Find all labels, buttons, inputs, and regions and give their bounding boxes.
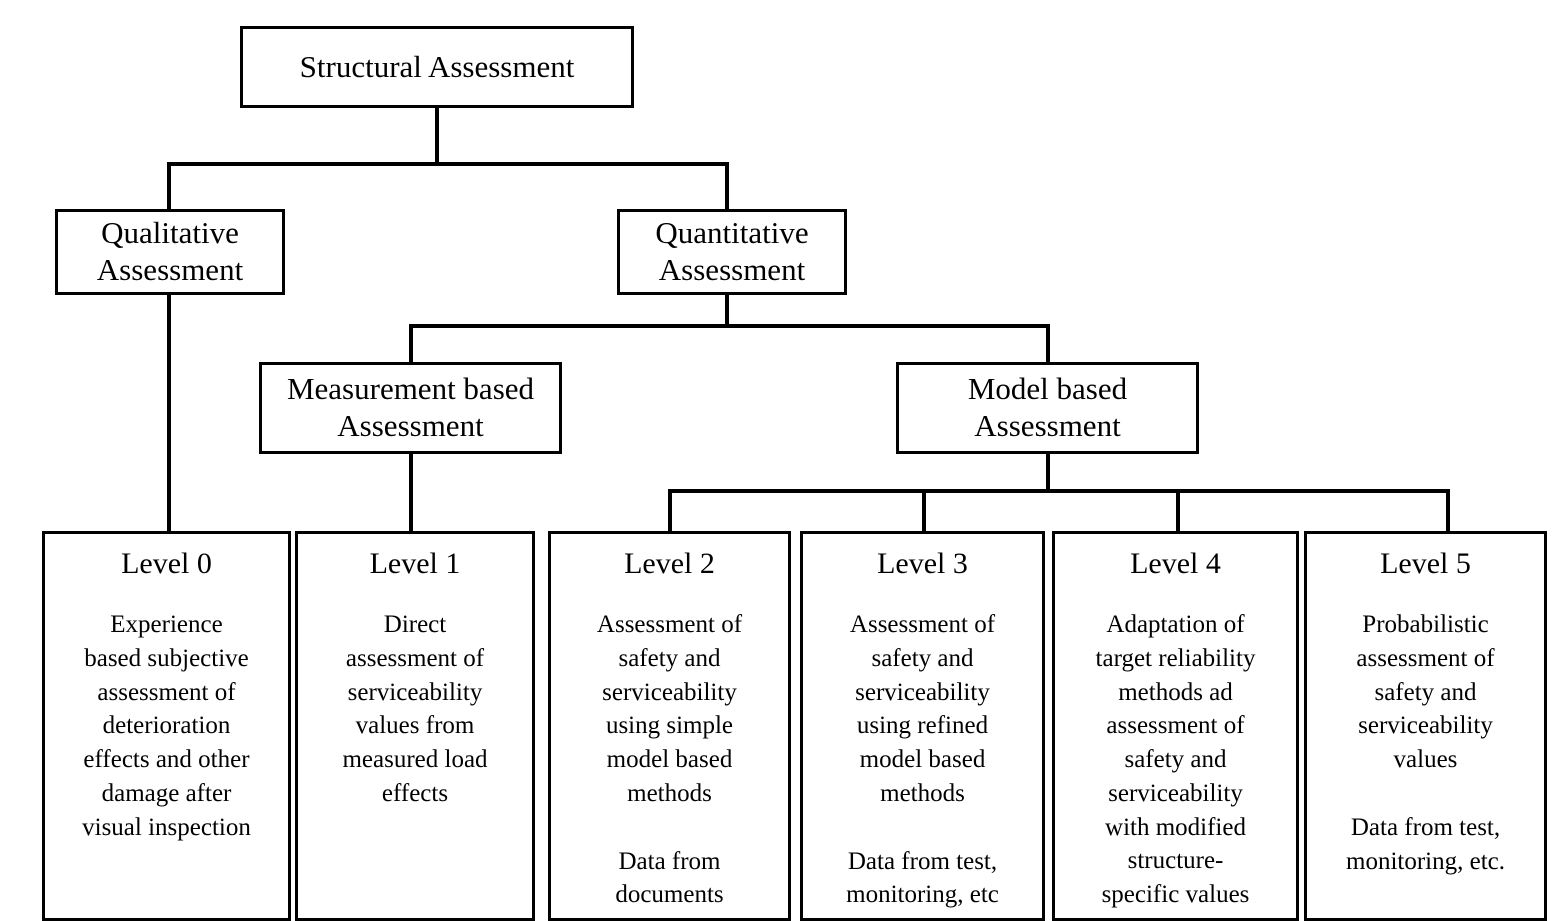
node-level-2[interactable]: Level 2 Assessment of safety and service…	[548, 531, 791, 921]
node-label: Qualitative Assessment	[96, 215, 244, 287]
connector-tier2-bus	[167, 162, 729, 166]
level-description: Adaptation of target reliability methods…	[1095, 611, 1256, 908]
node-model-based-assessment[interactable]: Model based Assessment	[896, 362, 1199, 454]
connector-root-stem	[435, 108, 439, 164]
level-description: Assessment of safety and serviceability …	[596, 611, 743, 807]
level-data-source: Data from test, monitoring, etc.	[1346, 813, 1505, 875]
level-title: Level 5	[1380, 547, 1471, 580]
connector-to-qualitative	[167, 162, 171, 209]
connector-to-measurement-based	[409, 324, 413, 362]
level-title: Level 2	[624, 547, 715, 580]
level-description: Experience based subjective assessment o…	[82, 611, 251, 841]
connector-quantitative-stem	[725, 295, 729, 326]
level-title: Level 3	[877, 547, 968, 580]
node-label: Model based Assessment	[967, 371, 1128, 443]
connector-to-level3	[922, 489, 926, 531]
level-title: Level 4	[1130, 547, 1221, 580]
connector-to-level4	[1176, 489, 1180, 531]
node-structural-assessment[interactable]: Structural Assessment	[240, 26, 634, 108]
connector-to-level2	[668, 489, 672, 531]
node-level-4[interactable]: Level 4 Adaptation of target reliability…	[1052, 531, 1299, 921]
node-label: Measurement based Assessment	[286, 371, 535, 443]
node-label: Structural Assessment	[299, 48, 575, 84]
connector-tier3-bus	[409, 324, 1050, 328]
node-level-0[interactable]: Level 0 Experience based subjective asse…	[42, 531, 291, 921]
level-data-source: Data from documents	[615, 847, 724, 909]
node-level-1[interactable]: Level 1 Direct assessment of serviceabil…	[295, 531, 535, 921]
node-quantitative-assessment[interactable]: Quantitative Assessment	[617, 209, 847, 295]
connector-measurement-to-level1	[409, 454, 413, 531]
level-title: Level 0	[121, 547, 212, 580]
connector-level-bus	[668, 489, 1450, 493]
node-qualitative-assessment[interactable]: Qualitative Assessment	[55, 209, 285, 295]
node-label: Quantitative Assessment	[655, 215, 809, 287]
node-measurement-based-assessment[interactable]: Measurement based Assessment	[259, 362, 562, 454]
level-data-source: Data from test, monitoring, etc	[846, 847, 999, 909]
connector-to-level5	[1446, 489, 1450, 531]
connector-to-quantitative	[725, 162, 729, 209]
level-description: Direct assessment of serviceability valu…	[342, 611, 488, 807]
level-title: Level 1	[369, 547, 461, 580]
node-level-3[interactable]: Level 3 Assessment of safety and service…	[800, 531, 1045, 921]
connector-model-stem	[1046, 454, 1050, 491]
connector-to-model-based	[1046, 324, 1050, 362]
node-level-5[interactable]: Level 5 Probabilistic assessment of safe…	[1304, 531, 1547, 921]
level-description: Assessment of safety and serviceability …	[849, 611, 996, 807]
level-description: Probabilistic assessment of safety and s…	[1356, 611, 1495, 773]
connector-qualitative-to-level0	[167, 295, 171, 531]
